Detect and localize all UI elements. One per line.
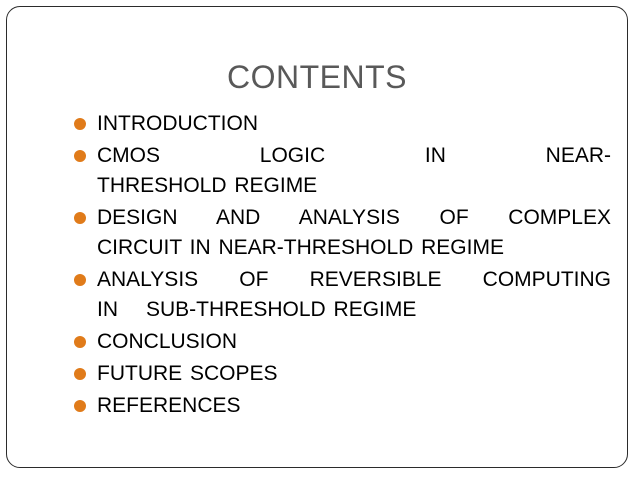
list-item-text-word: IN [97, 298, 118, 321]
contents-list: INTRODUCTION CMOS LOGIC IN NEAR- THRESHO… [71, 109, 611, 423]
slide-title: CONTENTS [227, 59, 407, 95]
list-item-design-analysis: DESIGN AND ANALYSIS OF COMPLEX CIRCUIT I… [71, 203, 611, 263]
list-item-cmos-logic: CMOS LOGIC IN NEAR- THRESHOLD REGIME [71, 141, 611, 201]
list-item-introduction: INTRODUCTION [71, 109, 611, 139]
bullet-dot-icon [74, 368, 86, 380]
list-item-text-line-2: THRESHOLD REGIME [97, 174, 318, 197]
bullet-dot-icon [74, 150, 86, 162]
bullet-dot-icon [74, 336, 86, 348]
list-item-future-scopes: FUTURE SCOPES [71, 359, 611, 389]
list-item-text-line-2: IN SUB-THRESHOLD REGIME [97, 295, 611, 325]
list-item-text-word: SUB-THRESHOLD REGIME [146, 298, 417, 321]
bullet-dot-icon [74, 400, 86, 412]
list-item-text-line-1: DESIGN AND ANALYSIS OF COMPLEX [97, 206, 611, 229]
bullet-dot-icon [74, 118, 86, 130]
list-item-text-line-2: CIRCUIT IN NEAR-THRESHOLD REGIME [97, 236, 504, 259]
bullet-dot-icon [74, 212, 86, 224]
list-item-text: FUTURE SCOPES [97, 362, 278, 385]
list-item-text: CONCLUSION [97, 330, 238, 353]
list-item-reversible-computing: ANALYSIS OF REVERSIBLE COMPUTING IN SUB-T… [71, 265, 611, 325]
slide-frame: CONTENTS INTRODUCTION CMOS LOGIC IN NEAR… [6, 6, 628, 468]
list-item-text-line-1: CMOS LOGIC IN NEAR- [97, 144, 611, 167]
bullet-dot-icon [74, 274, 86, 286]
list-item-text-line-1: ANALYSIS OF REVERSIBLE COMPUTING [97, 268, 611, 291]
list-item-conclusion: CONCLUSION [71, 327, 611, 357]
list-item-text: REFERENCES [97, 394, 241, 417]
list-item-text: INTRODUCTION [97, 112, 258, 135]
list-item-references: REFERENCES [71, 391, 611, 421]
